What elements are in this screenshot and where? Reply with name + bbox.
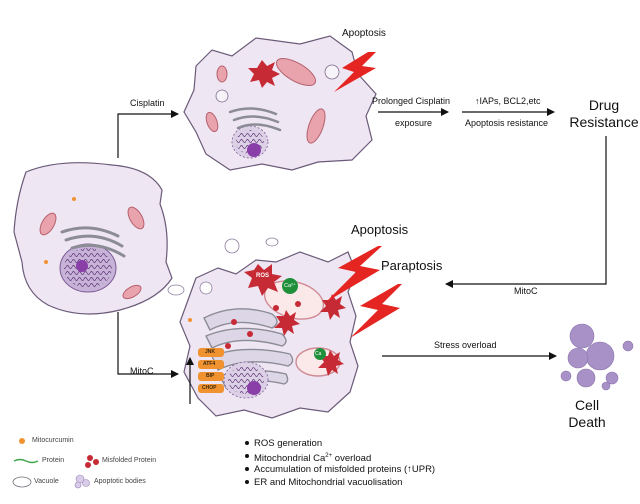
cisplatin-cell-er [228, 107, 282, 132]
mitoc-label-left: MitoC [130, 366, 154, 376]
mitocurcumin-dot [188, 318, 192, 322]
cell-death-line2: Death [568, 414, 606, 430]
normal-cell-mitochondria [39, 206, 145, 300]
cisplatin-cell [183, 35, 377, 171]
drug-resistance-line1: Drug [588, 97, 620, 113]
effect-vacuolisation: ER and Mitochondrial vacuolisation [254, 477, 403, 488]
ros-marker: ROS [256, 273, 270, 279]
calcium-marker: Ca²⁺ [284, 283, 296, 289]
effect-bullets [245, 441, 249, 484]
cisplatin-label: Cisplatin [130, 98, 165, 108]
exposure-label: exposure [395, 118, 433, 128]
apoptosis-label-top: Apoptosis [342, 28, 386, 39]
top-row-arrows [378, 108, 607, 360]
legend-misfolded-protein: Misfolded Protein [102, 457, 157, 464]
apoptosis-label-mid: Apoptosis [351, 222, 409, 237]
lightning-paraptosis [350, 284, 402, 338]
effect-mito-calcium: Mitochondrial Ca2+ overload [254, 450, 371, 465]
legend-mitocurcumin: Mitocurcumin [32, 437, 74, 444]
upr-boxes [198, 348, 224, 393]
lightning-apoptosis [326, 246, 382, 302]
drug-resistance-line2: Resistance [569, 114, 639, 130]
mitoc-label-right: MitoC [514, 286, 538, 296]
mitocurcumin-dot [72, 197, 76, 201]
legend-symbols [12, 438, 99, 489]
calcium-dot [314, 348, 326, 360]
mitoc-cell [167, 237, 359, 419]
stress-overload-label: Stress overload [434, 340, 497, 350]
cisplatin-cell-nucleus [231, 125, 269, 159]
mitocurcumin-dot [44, 260, 48, 264]
effect-mito-calcium-suffix: overload [332, 453, 372, 465]
upr-bip: BIP [206, 373, 215, 379]
upr-jnk: JNK [205, 349, 216, 355]
mitoc-cell-nucleus [223, 361, 269, 399]
cell-death-label: Cell Death [565, 397, 609, 431]
iaps-label: ↑IAPs, BCL2,etc [475, 96, 541, 106]
ros-burst [244, 264, 282, 296]
legend-apoptotic-bodies: Apoptotic bodies [94, 478, 146, 485]
normal-cell [13, 162, 173, 315]
effect-misfolded-accumulation: Accumulation of misfolded proteins (↑UPR… [254, 464, 436, 475]
effect-mito-calcium-sup: 2+ [325, 453, 333, 459]
legend-vacuole: Vacuole [34, 478, 59, 485]
drug-resistance-label: Drug Resistance [562, 97, 640, 131]
dead-cell [560, 323, 634, 391]
calcium-marker-small: Ca [315, 351, 322, 357]
effect-mito-calcium-text: Mitochondrial Ca [254, 453, 326, 465]
cisplatin-cell-mitochondria [205, 58, 326, 144]
prolonged-cisplatin-label: Prolonged Cisplatin [372, 96, 451, 106]
cell-death-line1: Cell [574, 397, 600, 413]
effect-ros-generation: ROS generation [254, 438, 323, 449]
normal-cell-nucleus [59, 243, 117, 293]
legend-protein: Protein [42, 457, 65, 464]
upr-chop: CHOP [202, 385, 217, 391]
apoptosis-resistance-label: Apoptosis resistance [465, 118, 549, 128]
branch-arrows [117, 110, 179, 378]
vacuoles [167, 237, 279, 296]
damage-burst [248, 60, 280, 88]
lightning-top [334, 52, 376, 92]
upr-atf4: ATF4 [203, 361, 216, 367]
paraptosis-label: Paraptosis [381, 258, 443, 273]
calcium-dot [282, 278, 298, 294]
normal-cell-er [60, 226, 126, 258]
